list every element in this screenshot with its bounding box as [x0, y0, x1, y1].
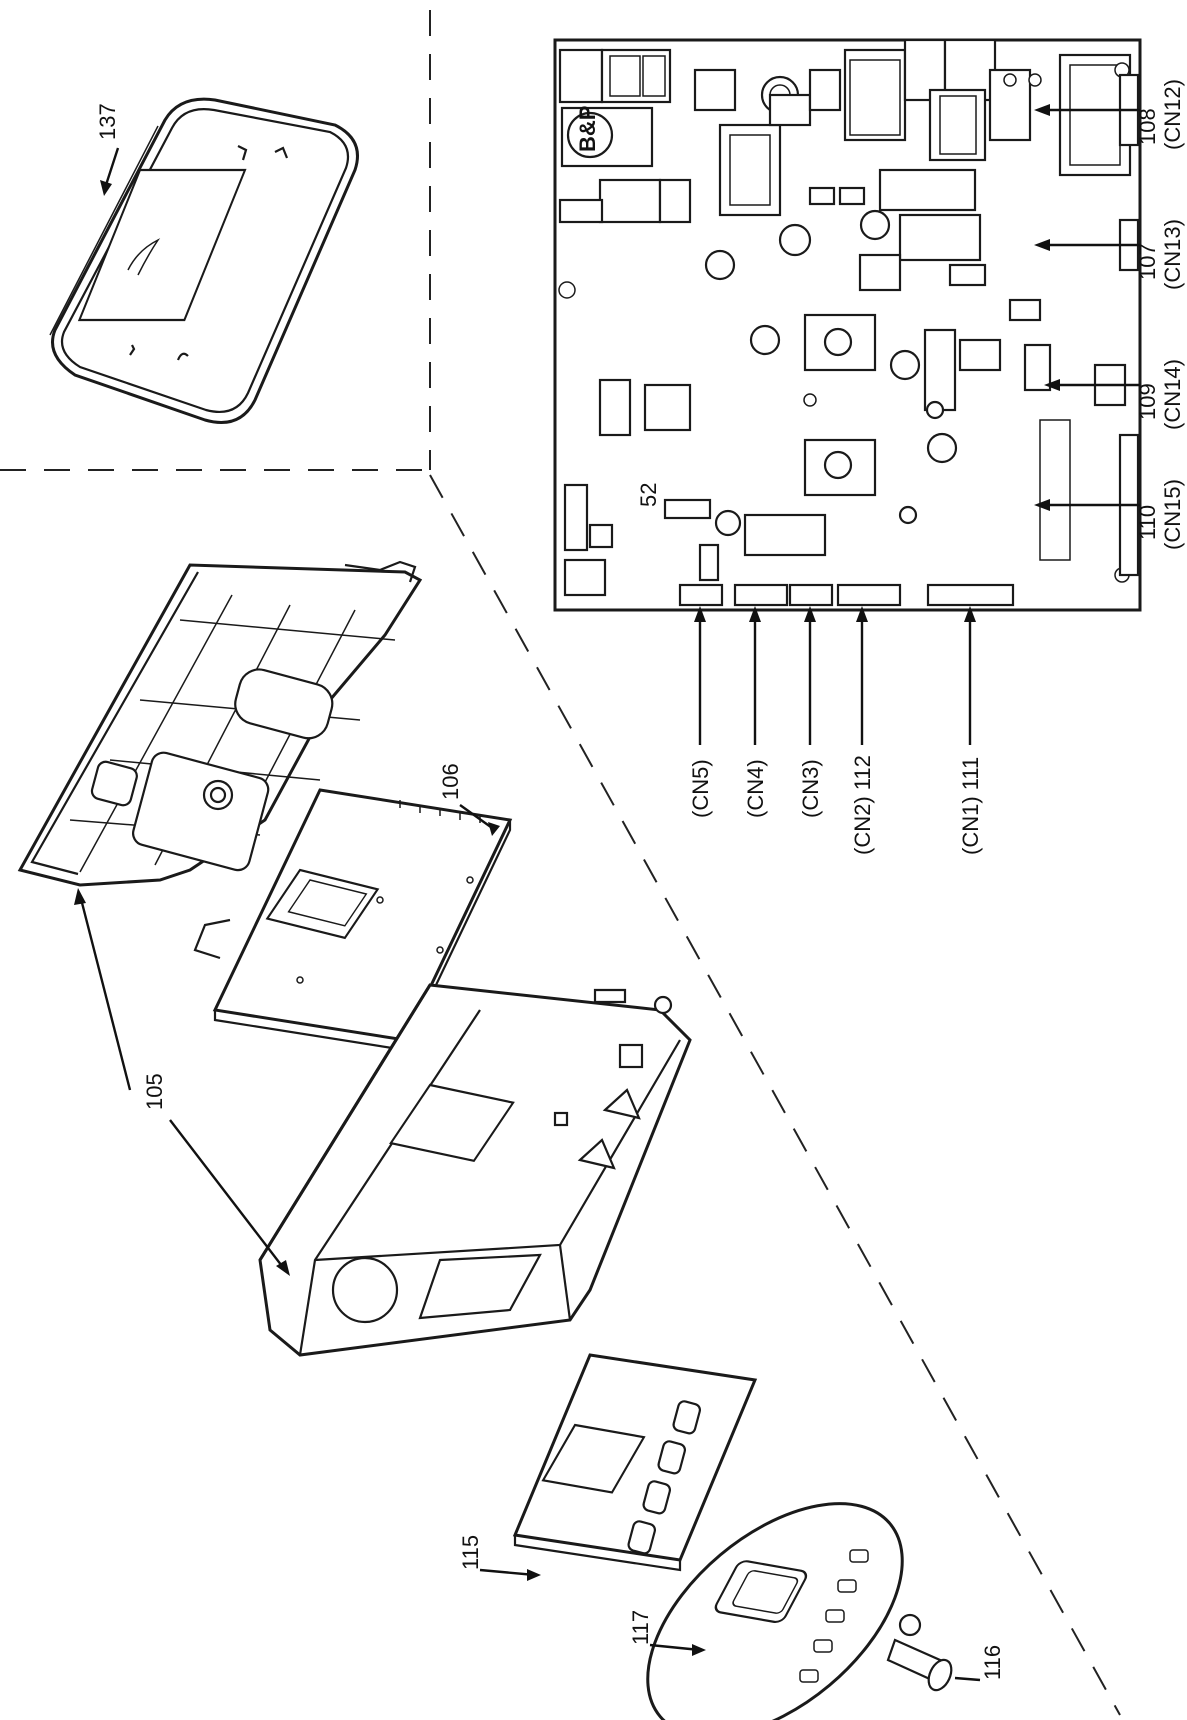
label-cn5: (CN5)	[688, 759, 713, 818]
label-cn13: (CN13)	[1160, 219, 1185, 290]
label-137: 137	[95, 103, 120, 140]
control-pcb-isometric	[193, 788, 513, 1052]
remote-screen	[77, 168, 247, 322]
remote-display-unit	[49, 97, 359, 424]
label-117: 117	[628, 1610, 653, 1645]
label-cn3: (CN3)	[798, 759, 823, 818]
silk-52: 52	[636, 483, 661, 507]
label-108: 108	[1135, 108, 1160, 145]
label-116: 116	[980, 1645, 1005, 1680]
label-cn2-112: (CN2) 112	[850, 755, 875, 855]
label-cn14: (CN14)	[1160, 359, 1185, 430]
label-115: 115	[458, 1535, 483, 1570]
callout-labels: 137 106 105 115 117 116 (CN5) (CN4) (CN3…	[95, 79, 1185, 1680]
label-105: 105	[142, 1073, 167, 1110]
main-housing	[258, 983, 692, 1357]
knob	[886, 1638, 953, 1692]
label-cn4: (CN4)	[743, 759, 768, 818]
label-110: 110	[1135, 505, 1160, 540]
label-cn1-111: (CN1) 111	[958, 757, 983, 855]
label-cn12: (CN12)	[1160, 79, 1185, 150]
label-106: 106	[438, 763, 463, 800]
separator-lines	[0, 10, 1121, 1716]
display-pcb	[512, 1353, 758, 1572]
board-logo: B&P	[575, 106, 600, 152]
label-107: 107	[1135, 243, 1160, 280]
connector-leaders	[694, 104, 1140, 745]
top-cover-grid	[17, 560, 423, 887]
front-bezel	[646, 1502, 922, 1720]
main-pcb-top-view: B&P	[553, 38, 1142, 612]
label-109: 109	[1135, 383, 1160, 420]
label-cn15: (CN15)	[1160, 479, 1185, 550]
part-leaders	[74, 147, 981, 1682]
